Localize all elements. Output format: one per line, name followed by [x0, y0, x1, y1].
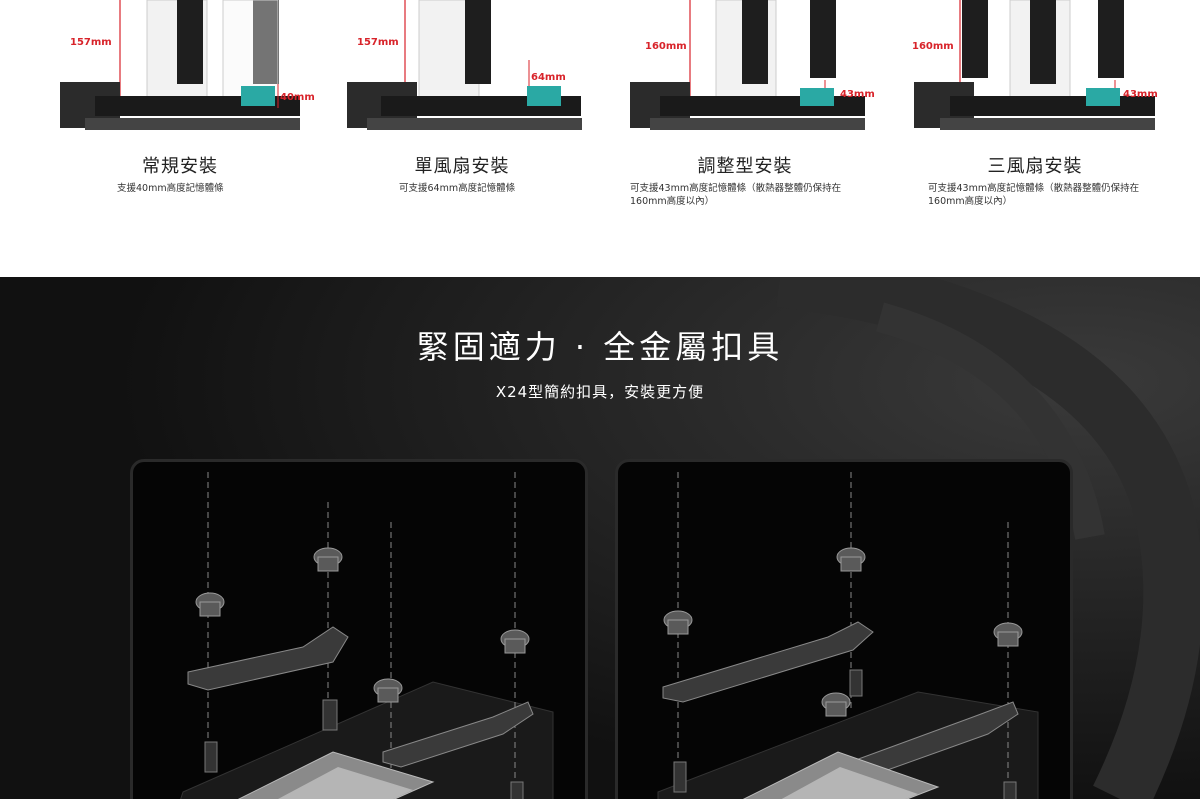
variant-title: 常規安裝 [142, 156, 218, 177]
cooler-diagram-single-fan [347, 0, 582, 130]
height-label: 160mm [645, 41, 687, 52]
ram-height-label: 40mm [280, 92, 315, 103]
variant-single-fan: 157mm 64mm 單風扇安裝 可支援64mm高度記憶體條 [337, 0, 587, 277]
ram-height-label: 64mm [531, 72, 566, 83]
cooler-diagram-adjustable [630, 0, 865, 130]
install-options-section: 157mm 40mm 常規安裝 支援40mm高度記憶體條 157mm 64mm … [0, 0, 1200, 277]
variant-description: 可支援64mm高度記憶體條 [399, 183, 516, 194]
section-headline: 緊固適力 · 全金屬扣具 [416, 328, 784, 366]
mounting-kit-section: 緊固適力 · 全金屬扣具 X24型簡約扣具，安裝更方便 [0, 277, 1200, 799]
variant-description: 可支援43mm高度記憶體條（散熱器整體仍保持在160mm高度以內） [630, 183, 842, 207]
height-label: 160mm [912, 41, 954, 52]
height-label: 157mm [357, 37, 399, 48]
cooler-diagram-triple-fan [914, 0, 1155, 130]
variant-description: 可支援43mm高度記憶體條（散熱器整體仍保持在160mm高度以內） [928, 183, 1140, 207]
variant-title: 單風扇安裝 [414, 156, 510, 177]
cooler-diagram-standard [60, 0, 300, 130]
variant-standard: 157mm 40mm 常規安裝 支援40mm高度記憶體條 [55, 0, 315, 277]
variant-title: 三風扇安裝 [987, 156, 1083, 177]
section-subhead: X24型簡約扣具，安裝更方便 [495, 383, 705, 401]
variant-description: 支援40mm高度記憶體條 [117, 183, 224, 194]
variant-title: 調整型安裝 [697, 156, 793, 177]
exploded-mount-diagram [180, 472, 554, 799]
ram-height-label: 43mm [840, 89, 875, 100]
mounting-illustration-left [130, 459, 588, 799]
height-label: 157mm [70, 37, 112, 48]
mounting-illustration-right [615, 459, 1073, 799]
ram-height-label: 43mm [1123, 89, 1158, 100]
exploded-mount-diagram [657, 472, 1039, 799]
variant-triple-fan: 160mm 43mm 三風扇安裝 可支援43mm高度記憶體條（散熱器整體仍保持在… [910, 0, 1160, 277]
variant-adjustable: 160mm 43mm 調整型安裝 可支援43mm高度記憶體條（散熱器整體仍保持在… [620, 0, 875, 277]
